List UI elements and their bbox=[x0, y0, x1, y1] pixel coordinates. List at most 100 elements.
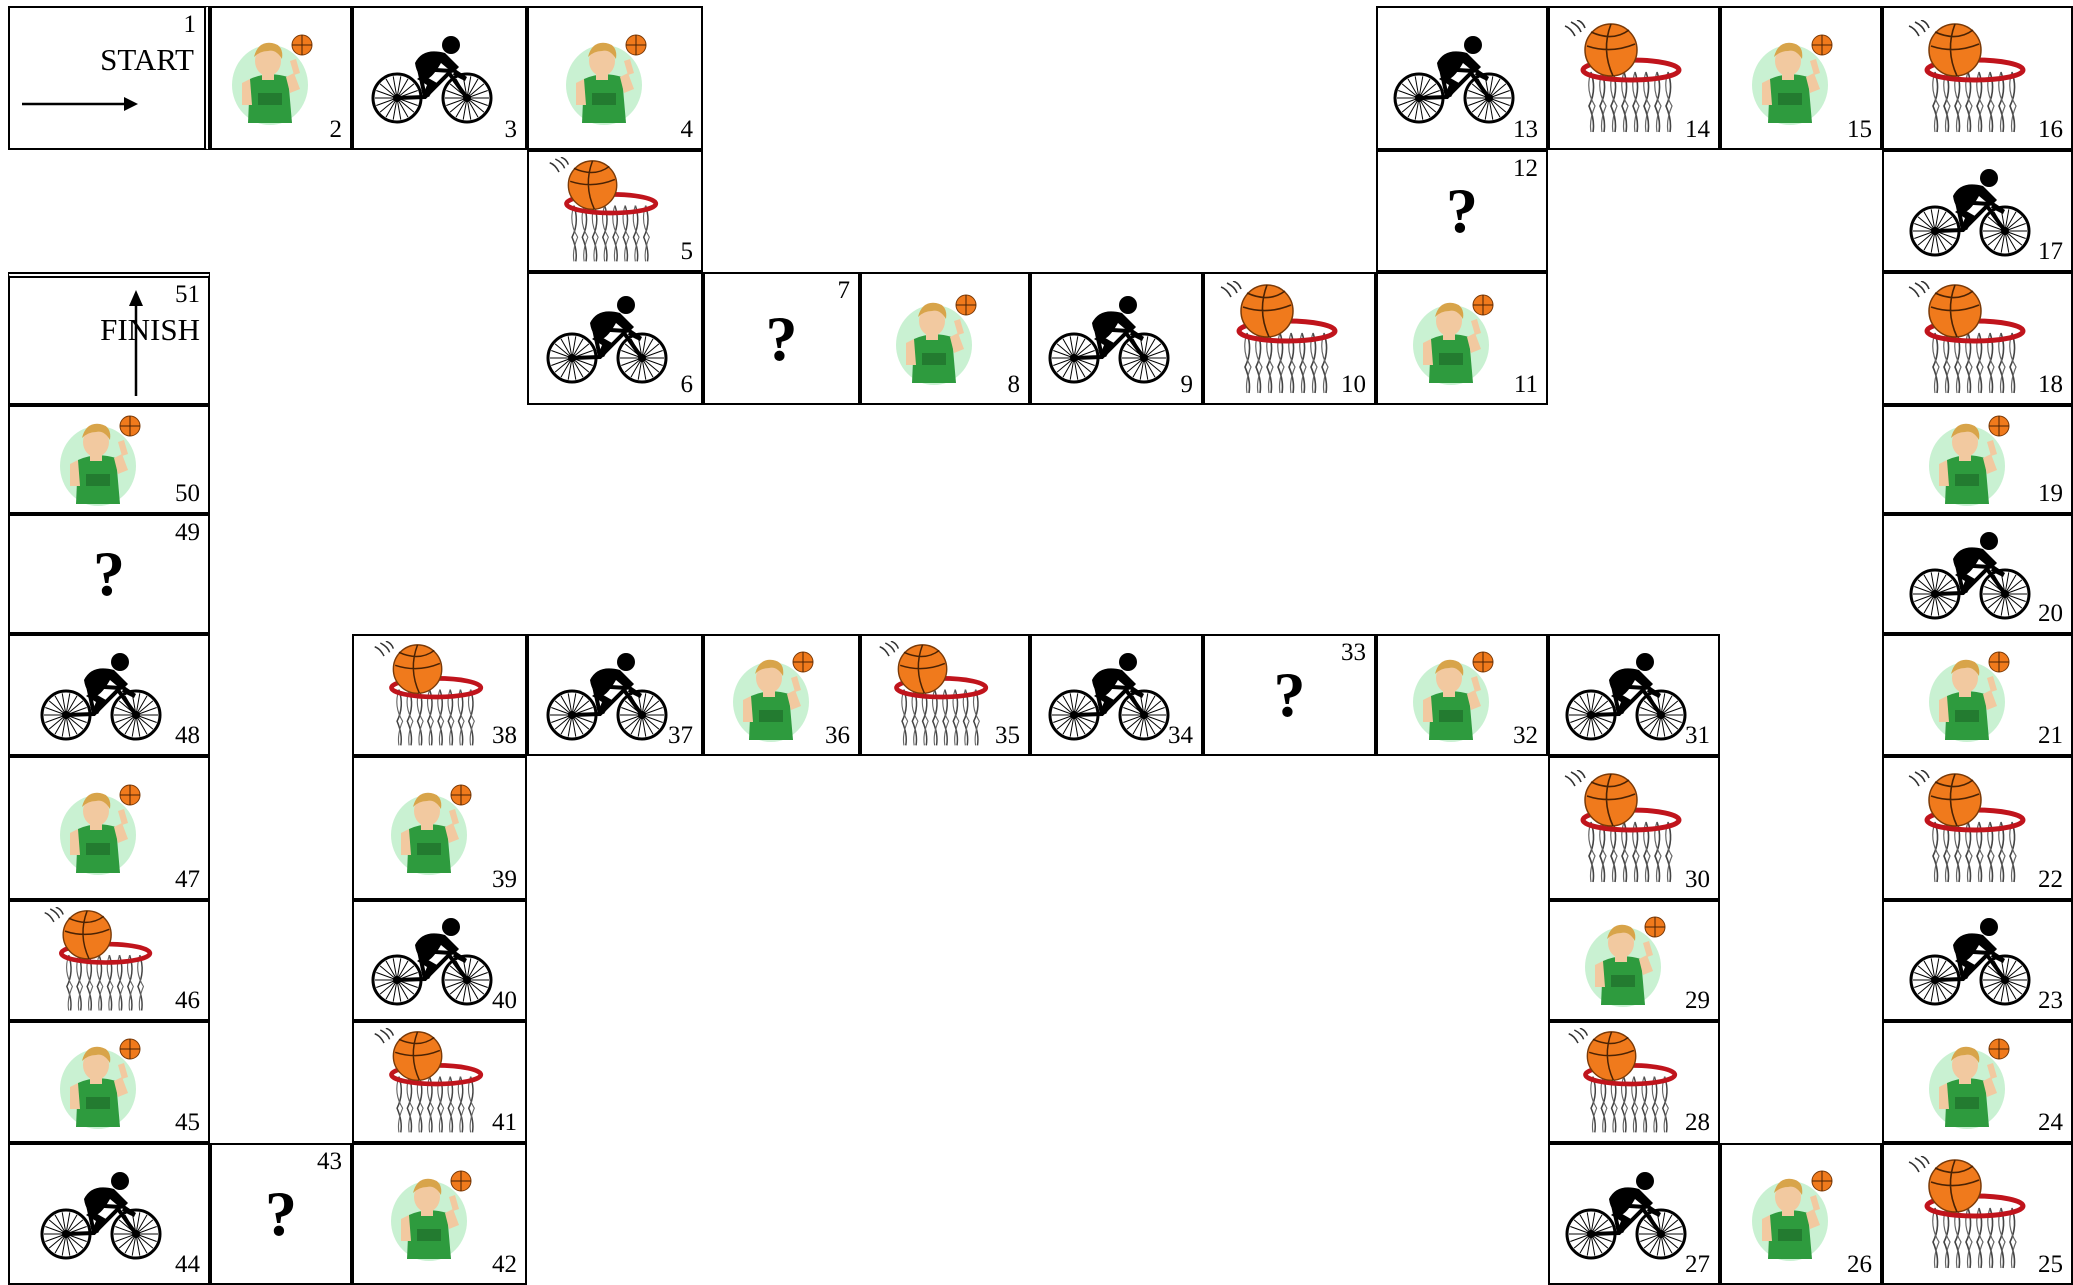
basketball-player-icon bbox=[56, 414, 146, 509]
question-mark-icon: ? bbox=[766, 307, 798, 371]
board-square-8: 8 bbox=[860, 272, 1030, 405]
square-number: 33 bbox=[1341, 640, 1366, 665]
basketball-player-icon bbox=[1925, 1037, 2015, 1132]
square-number: 4 bbox=[681, 117, 694, 142]
square-number: 8 bbox=[1008, 372, 1021, 397]
square-number: 32 bbox=[1513, 723, 1538, 748]
square-number: 50 bbox=[175, 481, 200, 506]
square-number: 27 bbox=[1685, 1252, 1710, 1277]
basketball-player-icon bbox=[1748, 33, 1838, 128]
board-square-16: 16 bbox=[1882, 6, 2073, 150]
square-number: 47 bbox=[175, 867, 200, 892]
board-square-36: 36 bbox=[703, 634, 860, 756]
square-number: 36 bbox=[825, 723, 850, 748]
square-number: 13 bbox=[1513, 117, 1538, 142]
cyclist-icon bbox=[1561, 650, 1691, 745]
board-square-35: 35 bbox=[860, 634, 1030, 756]
board-square-26: 26 bbox=[1720, 1143, 1882, 1285]
board-square-32: 32 bbox=[1376, 634, 1548, 756]
square-number: 2 bbox=[330, 117, 343, 142]
square-number: 29 bbox=[1685, 988, 1710, 1013]
board-square-9: 9 bbox=[1030, 272, 1203, 405]
square-number: 35 bbox=[995, 723, 1020, 748]
basketball-hoop-icon bbox=[1217, 281, 1347, 401]
cyclist-icon bbox=[542, 293, 672, 388]
basketball-hoop-icon bbox=[1905, 1156, 2035, 1276]
board-square-4: 4 bbox=[527, 6, 703, 150]
basketball-player-icon bbox=[1409, 650, 1499, 745]
board-square-42: 42 bbox=[352, 1143, 527, 1285]
cyclist-icon bbox=[1561, 1169, 1691, 1264]
cyclist-icon bbox=[36, 1169, 166, 1264]
finish-label: FINISH bbox=[100, 314, 200, 345]
square-number: 49 bbox=[175, 520, 200, 545]
basketball-hoop-icon bbox=[1905, 770, 2035, 890]
board-square-28: 28 bbox=[1548, 1021, 1720, 1143]
basketball-hoop-icon bbox=[41, 907, 161, 1018]
square-number: 16 bbox=[2038, 117, 2063, 142]
square-number: 21 bbox=[2038, 723, 2063, 748]
square-number: 43 bbox=[317, 1149, 342, 1174]
square-number: 23 bbox=[2038, 988, 2063, 1013]
basketball-hoop-icon bbox=[546, 157, 667, 269]
square-number: 51 bbox=[175, 282, 200, 307]
question-mark-icon: ? bbox=[1446, 179, 1478, 243]
basketball-hoop-icon bbox=[1905, 281, 2035, 401]
square-number: 39 bbox=[492, 867, 517, 892]
basketball-player-icon bbox=[562, 33, 652, 128]
square-number: 19 bbox=[2038, 481, 2063, 506]
board-square-24: 24 bbox=[1882, 1021, 2073, 1143]
square-number: 7 bbox=[838, 278, 851, 303]
square-number: 24 bbox=[2038, 1110, 2063, 1135]
square-number: 15 bbox=[1847, 117, 1872, 142]
right-arrow-icon bbox=[20, 94, 140, 114]
board-square-6: 6 bbox=[527, 272, 703, 405]
square-number: 31 bbox=[1685, 723, 1710, 748]
question-mark-icon: ? bbox=[93, 542, 125, 606]
board-square-50: 50 bbox=[8, 405, 210, 514]
square-number: 18 bbox=[2038, 372, 2063, 397]
board-square-39: 39 bbox=[352, 756, 527, 900]
board-square-7: ?7 bbox=[703, 272, 860, 405]
board-square-25: 25 bbox=[1882, 1143, 2073, 1285]
board-square-12: ?12 bbox=[1376, 150, 1548, 272]
start-label: START bbox=[100, 44, 194, 75]
cyclist-icon bbox=[1389, 33, 1519, 128]
square-number: 11 bbox=[1514, 372, 1538, 397]
square-number: 25 bbox=[2038, 1252, 2063, 1277]
basketball-player-icon bbox=[1409, 293, 1499, 388]
basketball-player-icon bbox=[892, 293, 982, 388]
board-square-3: 3 bbox=[352, 6, 527, 150]
board-square-23: 23 bbox=[1882, 900, 2073, 1021]
square-number: 22 bbox=[2038, 867, 2063, 892]
square-number: 1 bbox=[184, 12, 197, 37]
square-number: 37 bbox=[668, 723, 693, 748]
board-square-30: 30 bbox=[1548, 756, 1720, 900]
board-square-40: 40 bbox=[352, 900, 527, 1021]
basketball-player-icon bbox=[1925, 414, 2015, 509]
basketball-player-icon bbox=[729, 650, 819, 745]
question-mark-icon: ? bbox=[265, 1182, 297, 1246]
square-number: 17 bbox=[2038, 239, 2063, 264]
square-number: 9 bbox=[1181, 372, 1194, 397]
board-square-51: FINISH 51 bbox=[8, 272, 210, 405]
square-number: 41 bbox=[492, 1110, 517, 1135]
cyclist-icon bbox=[36, 650, 166, 745]
square-number: 3 bbox=[505, 117, 518, 142]
square-number: 30 bbox=[1685, 867, 1710, 892]
cyclist-icon bbox=[367, 915, 497, 1010]
basketball-player-icon bbox=[1581, 915, 1671, 1010]
square-number: 38 bbox=[492, 723, 517, 748]
board-square-21: 21 bbox=[1882, 634, 2073, 756]
basketball-player-icon bbox=[387, 783, 477, 878]
basketball-hoop-icon bbox=[1565, 1028, 1686, 1140]
basketball-player-icon bbox=[228, 33, 318, 128]
board-square-43: ? 43 bbox=[210, 1143, 352, 1285]
square-number: 5 bbox=[681, 239, 694, 264]
board-square-37: 37 bbox=[527, 634, 703, 756]
square-number: 28 bbox=[1685, 1110, 1710, 1135]
cyclist-icon bbox=[1044, 650, 1174, 745]
basketball-hoop-icon bbox=[876, 641, 997, 753]
board-square-33: ?33 bbox=[1203, 634, 1376, 756]
